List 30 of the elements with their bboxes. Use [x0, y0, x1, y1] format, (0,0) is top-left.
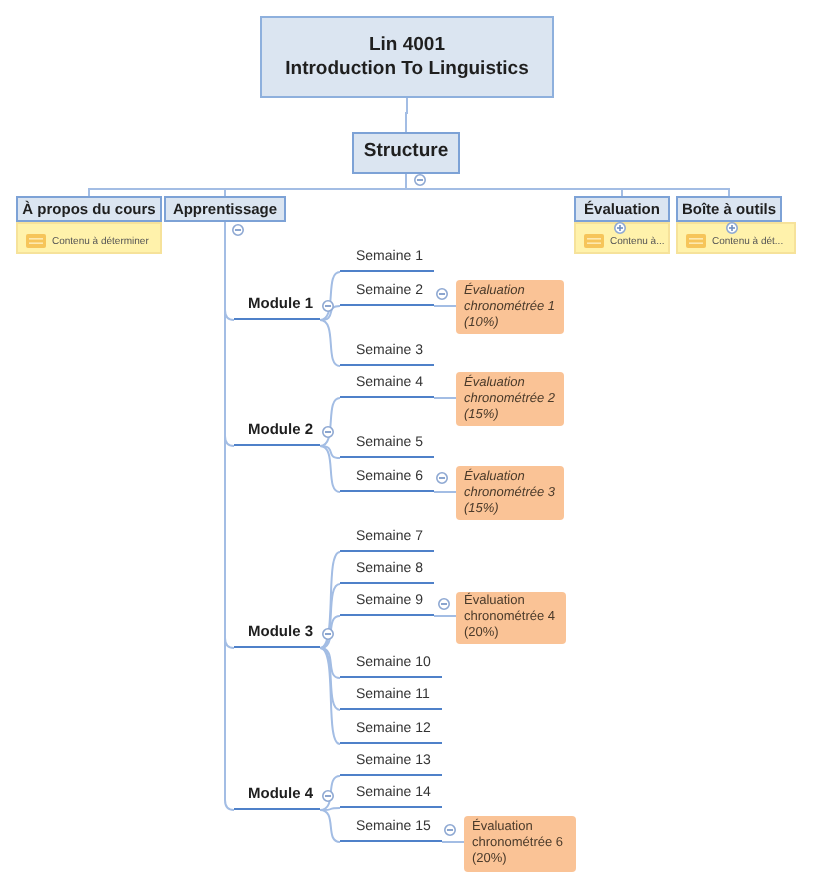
note-card	[676, 222, 796, 254]
connector-line	[319, 647, 341, 745]
connector-line	[433, 615, 457, 617]
connector-line	[224, 221, 235, 811]
connector-line	[441, 841, 465, 843]
connector-line	[319, 807, 341, 811]
connector-line	[433, 491, 457, 493]
connector-line	[433, 397, 457, 399]
connector-line	[319, 583, 341, 649]
connector-line	[319, 775, 341, 811]
connector-line	[319, 397, 341, 447]
note-card	[574, 222, 670, 254]
connector-line	[319, 319, 341, 367]
connector-line	[319, 647, 341, 679]
note-card	[16, 222, 162, 254]
topic-title: Introduction To Linguistics	[285, 57, 529, 81]
main-topic: Structure	[352, 132, 460, 174]
central-topic	[260, 16, 554, 98]
connector-line	[405, 173, 730, 197]
connector-line	[319, 305, 341, 321]
connector-line	[433, 305, 457, 307]
connector-line	[319, 445, 341, 493]
connector-line	[319, 647, 341, 711]
connector-line	[319, 445, 341, 459]
connector-line	[319, 615, 341, 649]
connector-line	[319, 271, 341, 321]
connector-line	[319, 551, 341, 649]
connector-line	[319, 809, 341, 843]
connector-line	[405, 97, 408, 133]
topic-title: Lin 4001	[368, 33, 446, 57]
